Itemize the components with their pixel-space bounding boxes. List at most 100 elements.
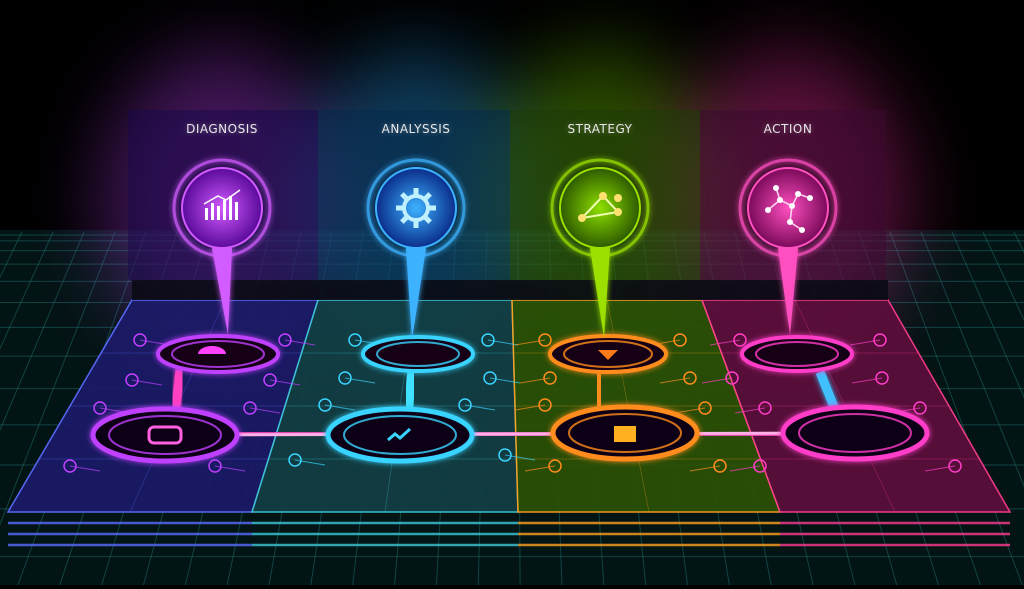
- molecule-atom: [795, 191, 801, 197]
- pin-outer-ring: [366, 158, 466, 258]
- satellite-dot: [548, 459, 562, 473]
- satellite-link: [464, 404, 496, 411]
- network-icon: [578, 192, 622, 222]
- node-triangle-icon: [598, 350, 618, 360]
- pin-outer-ring: [550, 158, 650, 258]
- molecule-atom: [807, 195, 813, 201]
- satellite-link: [659, 377, 691, 384]
- lower-node: [325, 406, 475, 464]
- satellite-dot: [713, 459, 727, 473]
- satellite-dot: [683, 371, 697, 385]
- satellite-link: [69, 465, 101, 472]
- satellite-link: [131, 379, 163, 386]
- grid-line: [982, 231, 1024, 321]
- satellite-dot: [348, 333, 362, 347]
- vertical-connector: [403, 371, 417, 413]
- node-square-icon: [147, 425, 183, 445]
- satellite-dot: [913, 401, 927, 415]
- satellite-dot: [875, 371, 889, 385]
- node-pie-icon: [198, 346, 226, 354]
- satellite-link: [519, 377, 551, 384]
- satellite-link: [489, 377, 521, 384]
- satellite-link: [701, 377, 733, 384]
- molecule-atom: [789, 203, 795, 209]
- bar: [211, 203, 214, 220]
- lower-node-ring: [343, 415, 457, 455]
- satellite-dot: [673, 333, 687, 347]
- satellite-dot: [318, 398, 332, 412]
- satellite-link: [924, 465, 956, 472]
- lower-node: [780, 404, 930, 462]
- satellite-link: [514, 339, 546, 346]
- satellite-dot: [948, 459, 962, 473]
- satellite-dot: [873, 333, 887, 347]
- satellite-link: [487, 339, 519, 346]
- satellite-dot: [481, 333, 495, 347]
- satellite-dot: [338, 371, 352, 385]
- satellite-dot: [498, 448, 512, 462]
- pin-disc: [559, 167, 641, 249]
- upper-node-ring: [563, 340, 653, 368]
- satellite-link: [324, 404, 356, 411]
- satellite-link: [689, 465, 721, 472]
- satellite-link: [734, 407, 766, 414]
- satellite-dot: [543, 371, 557, 385]
- pin-disc: [747, 167, 829, 249]
- satellite-dot: [63, 459, 77, 473]
- gear-tooth: [400, 192, 409, 201]
- satellite-dot: [93, 401, 107, 415]
- grid-line: [889, 231, 1023, 586]
- satellite-link: [524, 465, 556, 472]
- satellite-link: [214, 465, 246, 472]
- gear-ring: [402, 194, 430, 222]
- satellite-link: [709, 339, 741, 346]
- pin-disc: [181, 167, 263, 249]
- satellite-link: [284, 339, 316, 346]
- satellite-dot: [698, 401, 712, 415]
- trend-line: [203, 189, 241, 205]
- satellite-link: [249, 407, 281, 414]
- stage-label-analysis: ANALYSSIS: [381, 122, 451, 136]
- molecule-atom: [773, 185, 779, 191]
- stage-label-strategy: STRATEGY: [567, 122, 633, 136]
- satellite-dot: [208, 459, 222, 473]
- molecule-atom: [787, 219, 793, 225]
- network-lines: [579, 194, 621, 220]
- satellite-dot: [758, 401, 772, 415]
- network-node: [599, 192, 607, 200]
- satellite-dot: [243, 401, 257, 415]
- satellite-link: [504, 454, 536, 461]
- upper-node-ring: [376, 341, 460, 367]
- network-node: [614, 208, 622, 216]
- stage-pins: [172, 158, 838, 340]
- satellite-dot: [753, 459, 767, 473]
- satellite-dot: [125, 373, 139, 387]
- molecule-atom: [765, 207, 771, 213]
- pin-stem: [590, 248, 610, 338]
- vertical-connector: [815, 370, 841, 414]
- grid-line: [0, 231, 116, 526]
- bar-chart-icon: [203, 189, 241, 220]
- satellite-link: [674, 407, 706, 414]
- satellite-link: [851, 377, 883, 384]
- satellite-dot: [133, 333, 147, 347]
- bar: [205, 208, 208, 220]
- gear-icon: [396, 188, 436, 228]
- pin-outer-ring: [172, 158, 272, 258]
- grid-line: [920, 231, 1024, 488]
- bar: [235, 202, 238, 220]
- pin-outer-ring: [738, 158, 838, 258]
- node-check-icon: [387, 427, 412, 442]
- pin-stem: [406, 248, 426, 340]
- molecule-atom: [799, 227, 805, 233]
- grid-line: [0, 231, 54, 350]
- gear-tooth: [400, 215, 409, 224]
- bar: [229, 196, 232, 220]
- bar: [217, 206, 220, 220]
- gear-tooth: [423, 192, 432, 201]
- satellite-link: [344, 377, 376, 384]
- lower-node-ring: [568, 413, 682, 453]
- pin-stem: [212, 248, 232, 335]
- grid-line: [951, 231, 1024, 399]
